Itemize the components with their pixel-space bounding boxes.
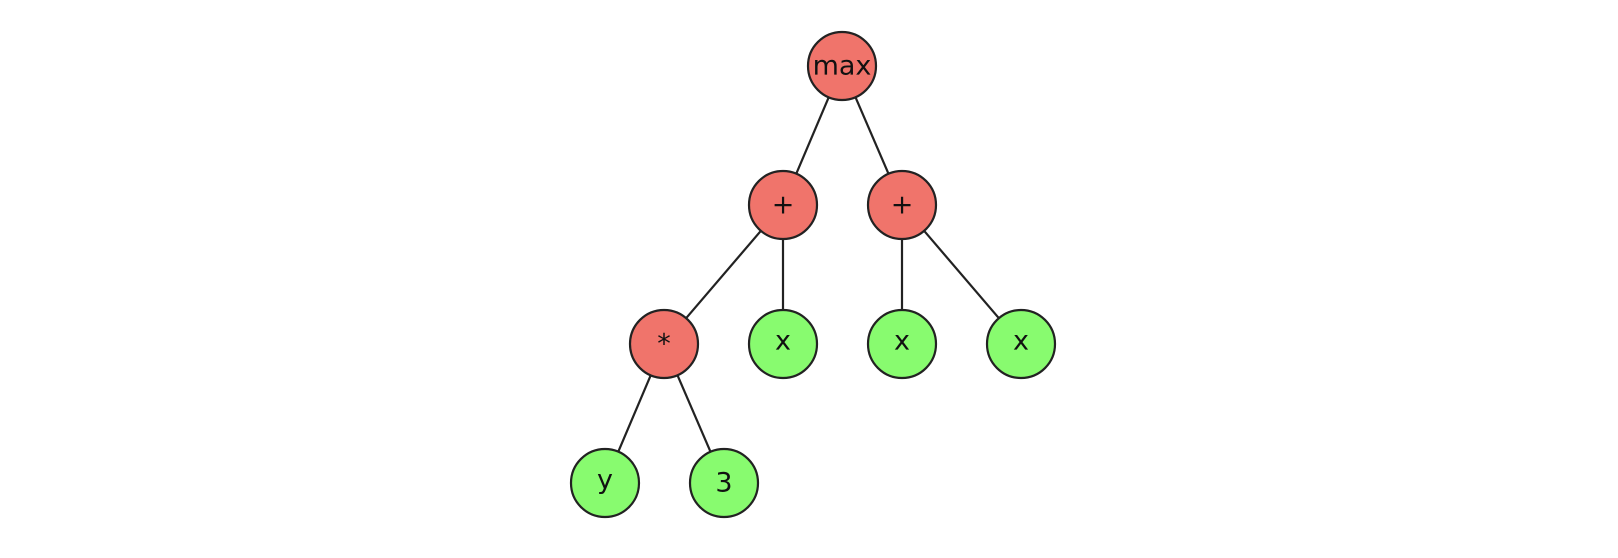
leaf-node: x	[866, 308, 938, 380]
tree-edge	[923, 230, 1000, 319]
node-circle	[985, 308, 1057, 380]
node-circle	[628, 308, 700, 380]
node-label: *	[657, 329, 671, 360]
node-circle	[688, 447, 760, 519]
node-label: max	[813, 51, 872, 82]
node-label: y	[597, 465, 613, 496]
leaf-node: x	[985, 308, 1057, 380]
node-circle	[866, 308, 938, 380]
node-circle	[747, 169, 819, 241]
node-label: 3	[715, 468, 732, 499]
tree-edge	[854, 96, 890, 175]
node-circle	[866, 169, 938, 241]
tree-edges	[617, 96, 1000, 453]
tree-edge	[617, 374, 652, 453]
node-label: +	[772, 190, 795, 221]
node-label: +	[891, 190, 914, 221]
node-circle	[569, 447, 641, 519]
leaf-node: x	[747, 308, 819, 380]
tree-edge	[685, 230, 762, 319]
leaf-node: y	[569, 447, 641, 519]
leaf-node: 3	[688, 447, 760, 519]
tree-edge	[795, 96, 830, 175]
node-label: x	[775, 326, 791, 357]
operator-node: +	[866, 169, 938, 241]
operator-node: +	[747, 169, 819, 241]
node-circle	[747, 308, 819, 380]
node-label: x	[1013, 326, 1029, 357]
node-label: x	[894, 326, 910, 357]
operator-node: max	[806, 30, 878, 102]
operator-node: *	[628, 308, 700, 380]
tree-nodes: max + + * x x x y 3	[569, 30, 1057, 519]
node-circle	[806, 30, 878, 102]
tree-edge	[676, 374, 712, 453]
